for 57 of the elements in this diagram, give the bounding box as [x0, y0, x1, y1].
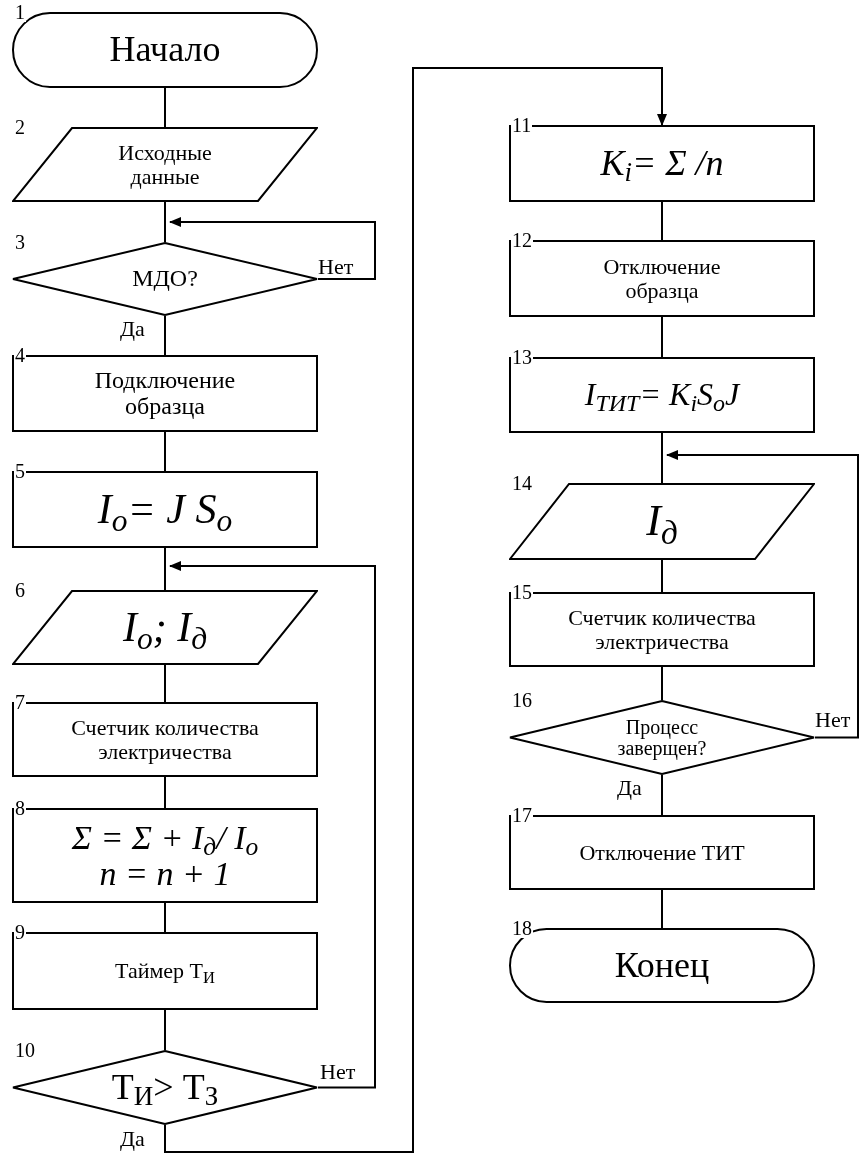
connector-line — [164, 1009, 166, 1051]
node-text: Подключение образца — [93, 368, 237, 419]
connector-line — [164, 664, 166, 703]
step-number: 1 — [14, 2, 26, 22]
step-number: 9 — [14, 922, 26, 942]
connector-line — [164, 776, 166, 809]
node-text: I$_{д}$ — [646, 498, 678, 545]
step-number: 15 — [511, 582, 533, 602]
node-text: I$_{o}$= J S$_{o}$ — [97, 487, 233, 532]
step-number: 16 — [511, 690, 533, 710]
node-text: Конец — [614, 946, 710, 985]
connector-line — [164, 87, 166, 128]
step-number: 17 — [511, 805, 533, 825]
step-number: 7 — [14, 692, 26, 712]
node-text: Счетчик количества электричества — [567, 606, 757, 653]
connector-line — [164, 547, 166, 591]
connector-line — [661, 666, 663, 701]
node-text: МДО? — [132, 266, 198, 292]
connector-line — [661, 316, 663, 358]
step-number: 8 — [14, 798, 26, 818]
node-text: Таймер T$_{И}$ — [115, 959, 215, 983]
connector-line — [164, 201, 166, 243]
step-number: 4 — [14, 345, 26, 365]
step-number: 12 — [511, 230, 533, 250]
connector-line — [661, 889, 663, 929]
step-number: 5 — [14, 461, 26, 481]
arrow — [164, 67, 667, 1153]
node-text: Отключение образца — [602, 255, 722, 302]
step-number: 14 — [511, 473, 533, 493]
node-text: Процесс заверщен? — [616, 716, 708, 759]
step-number: 11 — [511, 115, 533, 135]
connector-line — [164, 315, 166, 356]
connector-line — [661, 559, 663, 593]
arrow — [666, 450, 859, 739]
node-text: I$_{o}$; I$_{д}$ — [122, 605, 208, 650]
step-number: 10 — [14, 1040, 36, 1060]
node-text: n = n + 1 — [99, 855, 231, 892]
connector-line — [661, 201, 663, 241]
step-number: 3 — [14, 232, 26, 252]
connector-line — [661, 432, 663, 484]
node-text: Счетчик количества электричества — [70, 716, 260, 763]
step-number: 13 — [511, 347, 533, 367]
connector-line — [661, 774, 663, 816]
arrow — [169, 217, 376, 280]
arrow — [169, 561, 376, 1089]
node-text: Начало — [109, 31, 221, 69]
node-text: I$_{ТИТ}$= K$_{i}$S$_{o}$J — [584, 378, 740, 412]
step-number: 18 — [511, 918, 533, 938]
node-text: Отключение ТИТ — [579, 840, 745, 865]
node-text: Исходные данные — [117, 141, 213, 188]
node-text: Σ = Σ + I$_{д}$/ I$_{o}$ — [71, 819, 259, 856]
node-text: K$_{i}$= Σ /n — [600, 144, 724, 183]
step-number: 6 — [14, 580, 26, 600]
connector-line — [164, 431, 166, 472]
connector-line — [164, 902, 166, 933]
step-number: 2 — [14, 117, 26, 137]
node-text: T$_{И}$> T$_{З}$ — [111, 1068, 219, 1107]
